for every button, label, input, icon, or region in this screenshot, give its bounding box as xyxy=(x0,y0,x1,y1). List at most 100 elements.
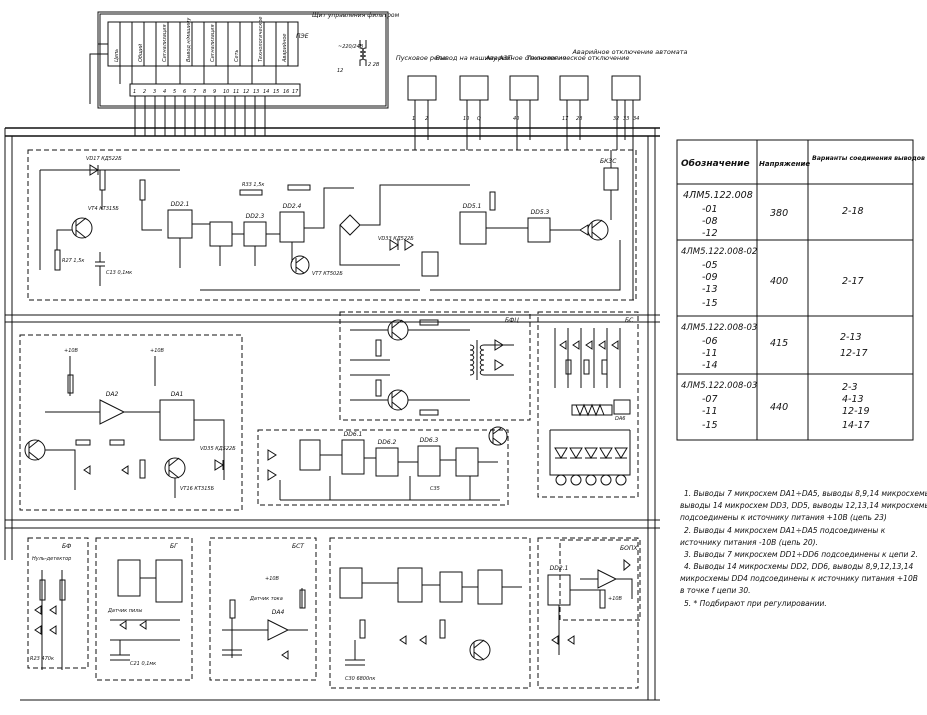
block-label: БОПХ xyxy=(620,545,638,552)
svg-text:DA4: DA4 xyxy=(272,609,285,616)
svg-text:Нуль-детектор: Нуль-детектор xyxy=(32,556,71,562)
note-line: 3. Выводы 7 микросхем DD1÷DD6 подсоедине… xyxy=(684,550,918,559)
svg-text:33: 33 xyxy=(623,116,629,122)
svg-text:12: 12 xyxy=(243,89,249,95)
svg-text:VT7 КТ502Б: VT7 КТ502Б xyxy=(312,271,343,277)
svg-text:R23 470к: R23 470к xyxy=(30,656,54,662)
svg-text:-11: -11 xyxy=(702,348,718,359)
svg-text:10: 10 xyxy=(463,116,469,122)
svg-text:-07: -07 xyxy=(702,394,718,405)
block-label: БФЦ xyxy=(505,317,519,324)
cell-label: Общий xyxy=(138,43,144,62)
svg-text:-12: -12 xyxy=(702,228,718,239)
note-line: в точке f цепи 30. xyxy=(680,586,751,595)
svg-text:40: 40 xyxy=(513,116,519,122)
svg-text:Датчик тока: Датчик тока xyxy=(249,596,283,602)
svg-text:16: 16 xyxy=(283,89,289,95)
svg-text:1: 1 xyxy=(133,89,136,95)
relay-start: Пусковое реле 1 2 xyxy=(396,54,446,140)
relay-tech: Технологическое отключение 17 28 xyxy=(527,54,630,140)
svg-text:-06: -06 xyxy=(702,336,718,347)
svg-text:415: 415 xyxy=(770,338,788,349)
svg-text:34: 34 xyxy=(633,116,639,122)
svg-text:DD2.1: DD2.1 xyxy=(171,201,190,208)
svg-text:380: 380 xyxy=(770,208,788,219)
svg-text:VT16 КТ315Б: VT16 КТ315Б xyxy=(180,486,215,492)
note-line: источнику питания -10В (цепь 20). xyxy=(680,538,818,547)
relay-auto: Аварийное отключение автомата 32 33 34 xyxy=(571,48,688,140)
terminal-numbers: 1 2 3 4 5 6 7 8 9 10 11 12 13 14 15 16 1… xyxy=(133,89,299,95)
block-left-middle: +10В +10В DA2 DA1 VD35 КД522Б VT16 КТ315… xyxy=(19,334,243,511)
svg-text:8: 8 xyxy=(203,89,206,95)
block-label: БКЗС xyxy=(600,158,617,165)
svg-text:C35: C35 xyxy=(430,486,440,492)
note-line: 2. Выводы 4 микросхем DA1÷DA5 подсоедине… xyxy=(684,526,886,535)
block-label: БС xyxy=(625,317,634,324)
table-header: Обозначение xyxy=(681,158,750,169)
bus-lines xyxy=(4,127,660,701)
block-right-bottom: DD2.1 xyxy=(537,537,639,689)
block-label: БФ xyxy=(62,543,71,550)
relay-label: Вывод на машину АЗП xyxy=(436,54,513,62)
relay-emergency: Аварийное отключение 40 xyxy=(485,54,566,140)
svg-text:2-18: 2-18 xyxy=(842,206,864,217)
relay-label: Пусковое реле xyxy=(396,54,446,62)
svg-text:DD2.4: DD2.4 xyxy=(283,203,302,210)
svg-text:DA2: DA2 xyxy=(106,391,119,398)
svg-text:4-13: 4-13 xyxy=(842,394,864,405)
svg-text:12-17: 12-17 xyxy=(840,348,868,359)
block-bst: БСТ Датчик тока +10В DA4 xyxy=(209,537,317,681)
svg-text:C30 6800пк: C30 6800пк xyxy=(345,676,375,682)
svg-text:400: 400 xyxy=(770,276,788,287)
svg-text:-15: -15 xyxy=(702,298,718,309)
block-bc: БС DA6 xyxy=(537,311,639,498)
note-line: выводы 14 микросхем DD3, DD5, выводы 12,… xyxy=(680,501,927,510)
svg-text:VT4 КТ315Б: VT4 КТ315Б xyxy=(88,206,119,212)
block-bopkh: БОПХ +10В xyxy=(559,539,641,621)
svg-text:4ЛМ5.122.008: 4ЛМ5.122.008 xyxy=(683,190,753,201)
svg-text:11: 11 xyxy=(233,89,239,95)
block-bf: БФ Нуль-детектор R23 470к xyxy=(27,537,89,670)
note-line: 1. Выводы 7 микросхем DA1÷DA5, выводы 8,… xyxy=(684,489,927,498)
svg-text:DD2.1: DD2.1 xyxy=(550,565,569,572)
cell-label: Сигнализация xyxy=(162,24,168,62)
svg-text:DD5.3: DD5.3 xyxy=(531,209,550,216)
svg-text:C13 0,1мк: C13 0,1мк xyxy=(106,270,132,276)
svg-text:5: 5 xyxy=(173,89,176,95)
svg-text:7: 7 xyxy=(193,89,197,95)
svg-text:VD35 КД522Б: VD35 КД522Б xyxy=(200,446,236,452)
panel-cells: Цепь Общий Сигнализация Вывод н/машину С… xyxy=(114,17,289,66)
svg-text:+10В: +10В xyxy=(64,348,79,354)
block-bfc: БФЦ xyxy=(339,311,531,421)
svg-text:13: 13 xyxy=(253,89,259,95)
block-center-middle: DD6.1 DD6.2 DD6.3 C35 xyxy=(257,426,509,506)
block-mid-bottom: C30 6800пк xyxy=(329,537,531,689)
svg-text:-15: -15 xyxy=(702,420,718,431)
svg-text:DD2.3: DD2.3 xyxy=(246,213,265,220)
cell-label: Аварийное xyxy=(282,33,288,63)
svg-text:DD6.3: DD6.3 xyxy=(420,437,439,444)
relay-machine: Вывод на машину АЗП 10 Q xyxy=(436,54,513,140)
svg-text:-13: -13 xyxy=(702,284,718,295)
svg-text:17: 17 xyxy=(292,89,299,95)
svg-text:2: 2 xyxy=(143,89,146,95)
panel-winding: 12 xyxy=(337,68,343,74)
notes: 1. Выводы 7 микросхем DA1÷DA5, выводы 8,… xyxy=(680,489,927,608)
svg-text:R27 1,5к: R27 1,5к xyxy=(62,258,84,264)
panel-out: 2 2В xyxy=(368,62,380,68)
svg-text:2-17: 2-17 xyxy=(842,276,864,287)
svg-text:32: 32 xyxy=(613,116,619,122)
svg-text:4ЛМ5.122.008-02: 4ЛМ5.122.008-02 xyxy=(681,247,757,257)
cell-label: Цепь xyxy=(114,49,120,62)
relay-label: Технологическое отключение xyxy=(527,54,630,62)
block-label: БСТ xyxy=(292,543,305,550)
note-line: 4. Выводы 14 микросхемы DD2, DD6, выводы… xyxy=(684,562,914,571)
table-header: Напряжение xyxy=(759,160,810,168)
svg-text:-01: -01 xyxy=(702,204,718,215)
svg-text:4ЛМ5.122.008-03: 4ЛМ5.122.008-03 xyxy=(681,323,757,333)
svg-text:28: 28 xyxy=(576,116,582,122)
svg-text:9: 9 xyxy=(213,89,216,95)
svg-text:-09: -09 xyxy=(702,272,718,283)
variants-table: Обозначение Напряжение Варианты соединен… xyxy=(676,139,927,441)
